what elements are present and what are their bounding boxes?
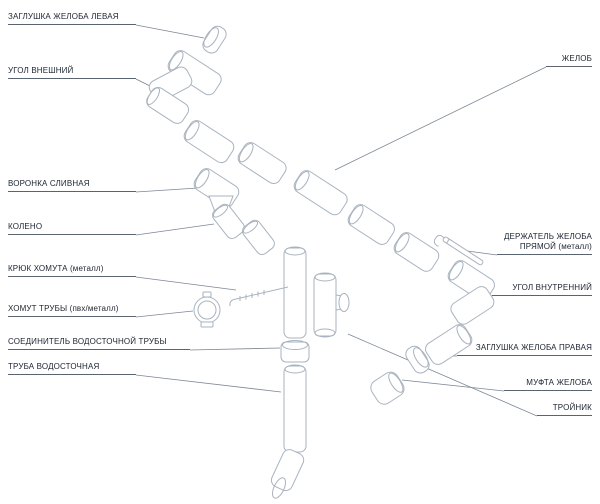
part-inner-corner-icon — [447, 260, 495, 325]
label-outer-corner: УГОЛ ВНЕШНИЙ — [8, 66, 136, 79]
part-outer-corner-icon — [146, 66, 193, 124]
leader-funnel — [135, 187, 199, 193]
part-elbow-icon — [242, 219, 275, 256]
part-clamp-hook-icon — [229, 286, 289, 307]
part-gutter-end-cap-right-icon — [405, 345, 430, 374]
part-gutter-segment-icon — [237, 142, 287, 185]
label-tee: ТРОЙНИК — [537, 403, 592, 416]
part-outlet-elbow-icon — [270, 449, 305, 499]
part-downpipe-lower-icon — [283, 364, 307, 453]
label-gutter-end-cap-right: ЗАГЛУШКА ЖЕЛОБА ПРАВАЯ — [457, 343, 592, 356]
label-gutter-coupling: МУФТА ЖЕЛОБА — [504, 378, 592, 391]
part-gutter-segment-icon — [425, 324, 473, 365]
leader-downpipe — [135, 374, 282, 393]
part-downpipe-connector-icon — [280, 340, 310, 363]
label-elbow: КОЛЕНО — [8, 222, 136, 235]
label-gutter-holder-straight: ДЕРЖАТЕЛЬ ЖЕЛОБА ПРЯМОЙ (металл) — [497, 232, 592, 255]
part-gutter-end-cap-left-icon — [202, 25, 227, 54]
label-gutter-end-cap-left: ЗАГЛУШКА ЖЕЛОБА ЛЕВАЯ — [8, 12, 136, 25]
leader-end-cap-left — [135, 24, 205, 39]
leader-elbow — [135, 223, 215, 236]
label-downpipe: ТРУБА ВОДОСТОЧНАЯ — [8, 362, 136, 375]
label-gutter: ЖЕЛОБ — [546, 54, 592, 67]
leader-clamp-hook — [135, 276, 237, 291]
leader-tee — [347, 333, 538, 417]
part-pipe-clamp-icon — [193, 291, 221, 328]
part-gutter-coupling-icon — [370, 371, 405, 405]
part-tee-icon — [313, 272, 350, 338]
label-downpipe-connector: СОЕДИНИТЕЛЬ ВОДОСТОЧНОЙ ТРУБЫ — [8, 337, 190, 350]
part-gutter-holder-straight-icon — [433, 234, 484, 266]
leader-pipe-connector — [189, 347, 281, 351]
part-gutter-segment-icon — [347, 204, 395, 245]
leader-coupling — [401, 379, 505, 392]
label-pipe-clamp: ХОМУТ ТРУБЫ (пвх/металл) — [8, 304, 136, 317]
label-drain-funnel: ВОРОНКА СЛИВНАЯ — [8, 179, 136, 192]
part-elbow-icon — [212, 203, 245, 240]
label-inner-corner: УГОЛ ВНУТРЕННИЙ — [492, 283, 592, 296]
label-clamp-hook: КРЮК ХОМУТА (металл) — [8, 264, 136, 277]
part-downpipe-upper-icon — [283, 246, 307, 339]
part-gutter-segment-icon — [393, 232, 440, 272]
leader-gutter — [334, 66, 547, 171]
part-gutter-icon — [293, 170, 348, 216]
part-gutter-segment-icon — [183, 120, 235, 164]
leader-pipe-clamp — [135, 310, 194, 318]
